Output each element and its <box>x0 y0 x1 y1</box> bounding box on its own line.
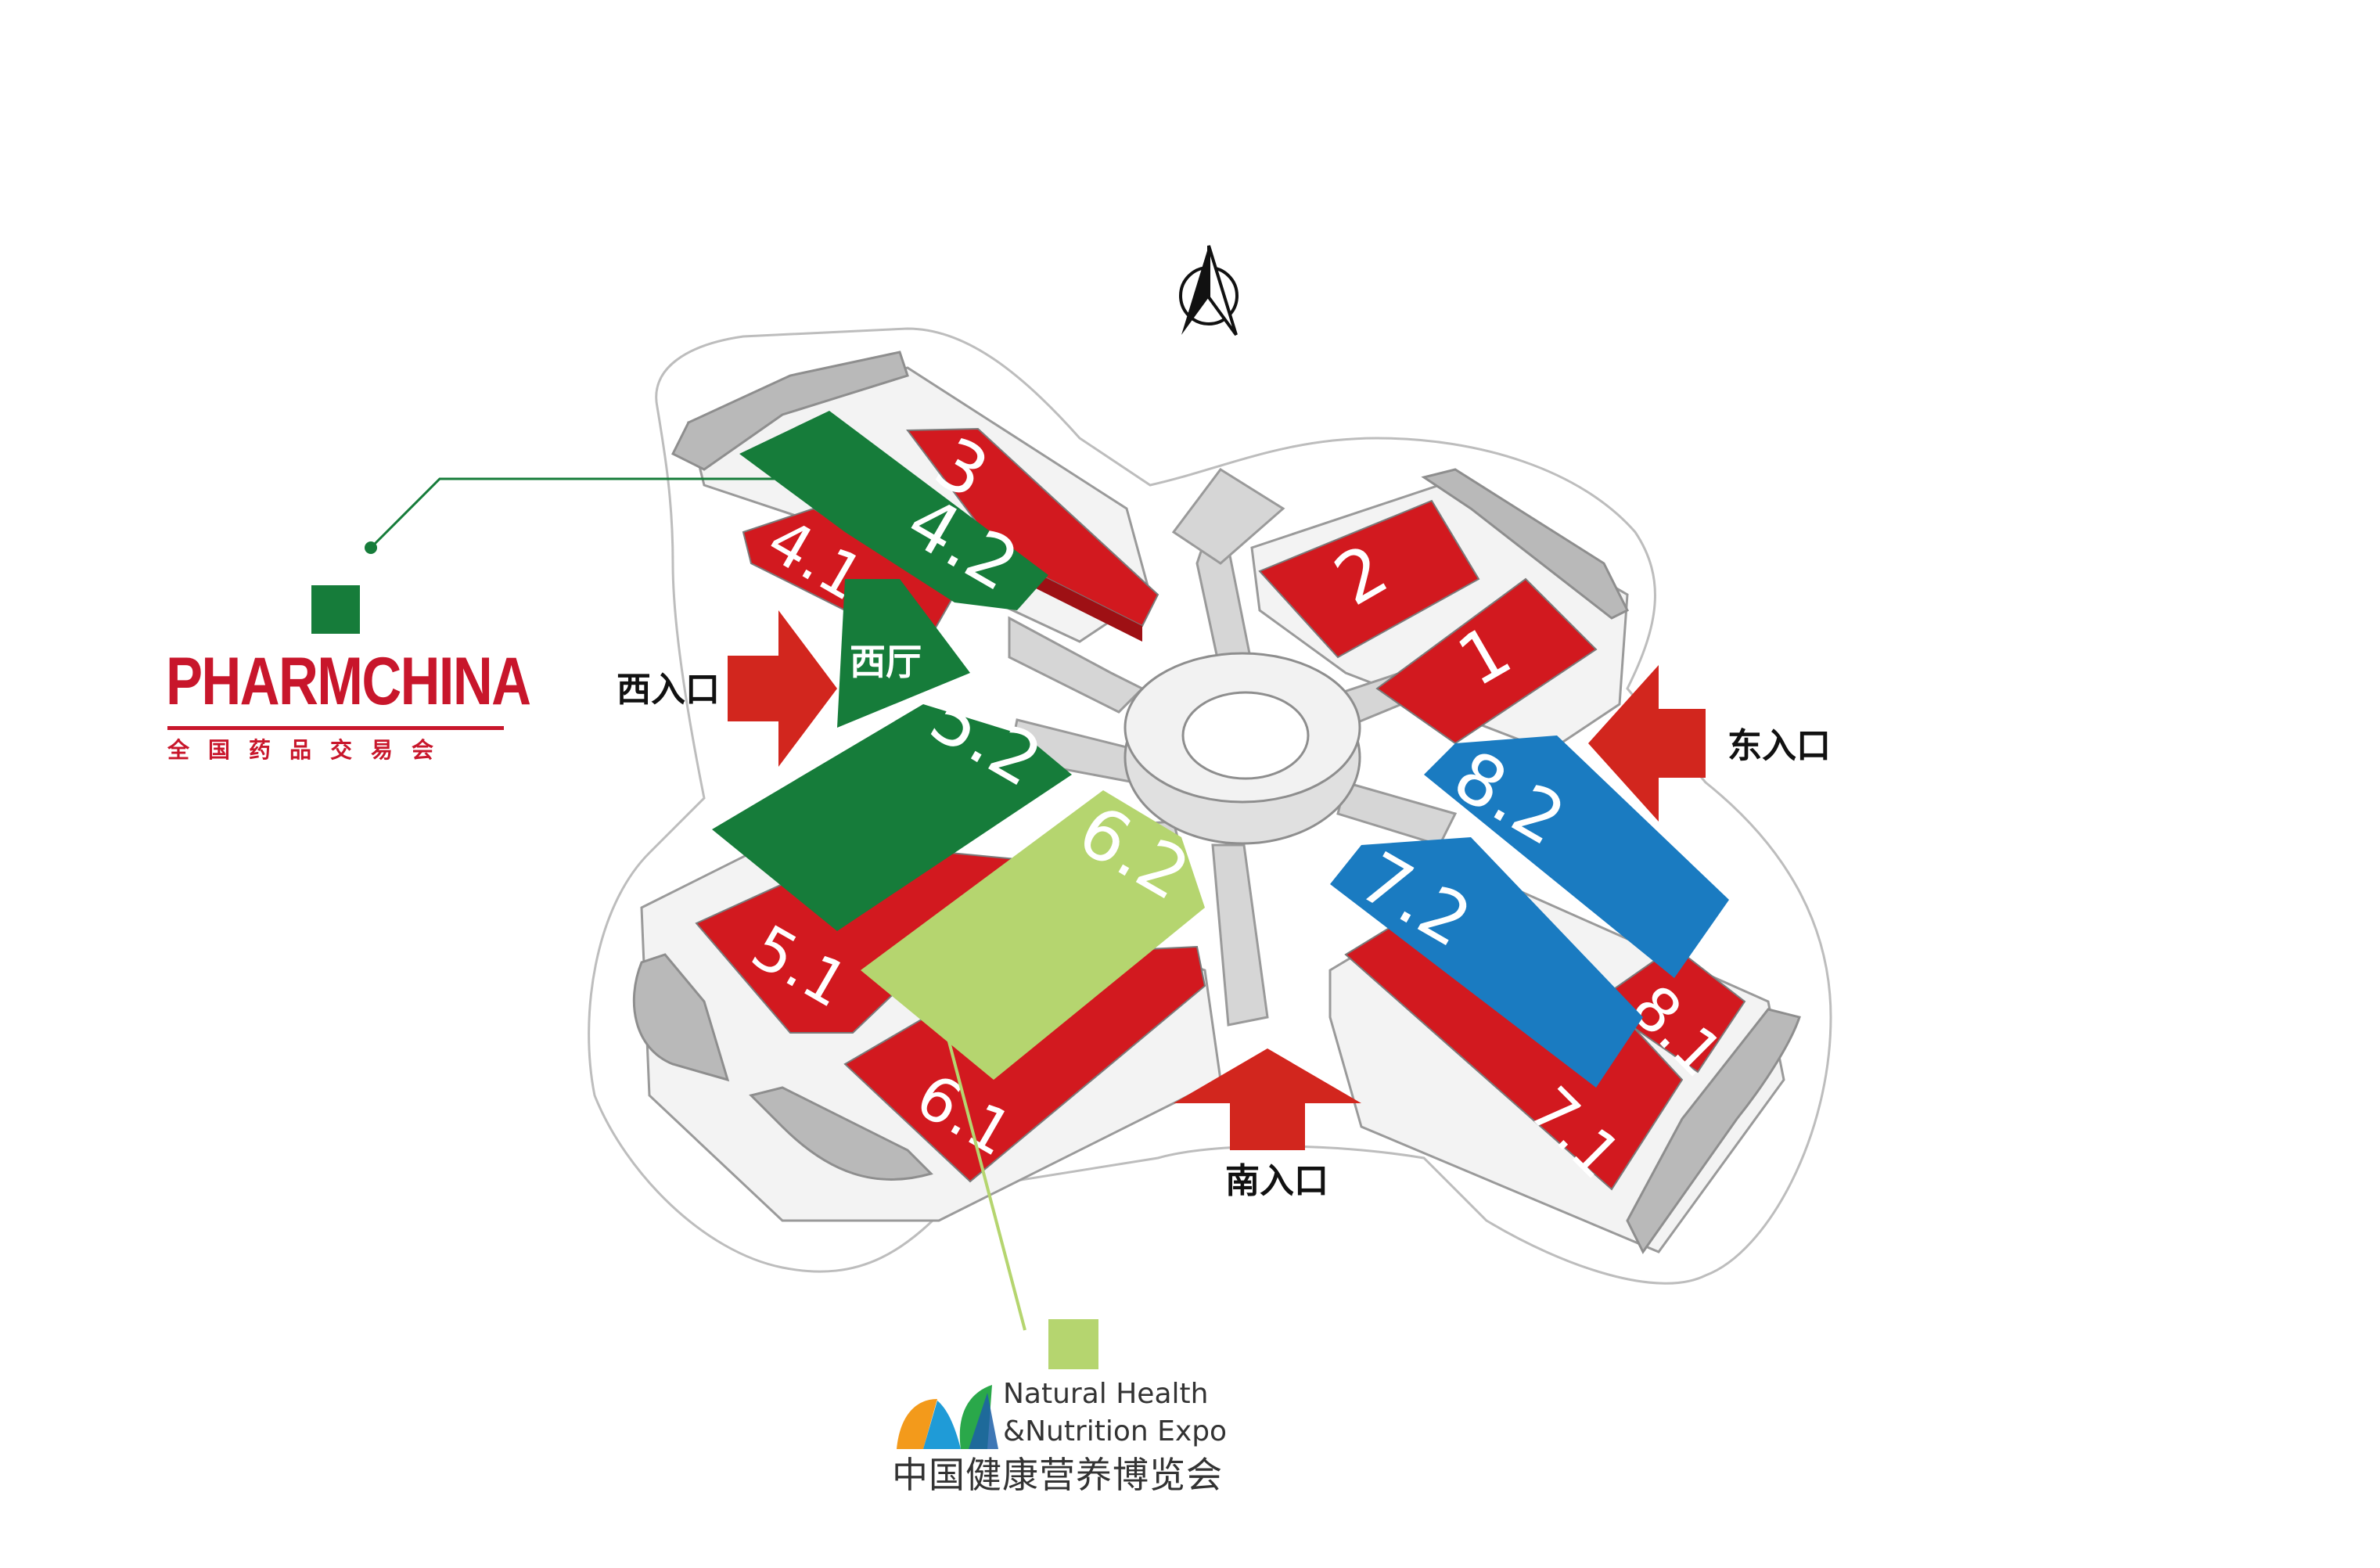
east-entrance-label: 东入口 <box>1727 726 1831 766</box>
central-ring <box>1123 652 1361 845</box>
west-hall-label: 西厅 <box>850 641 922 683</box>
nhne-title-line1: Natural Health <box>1003 1378 1209 1410</box>
nhne-title-line2: &Nutrition Expo <box>1003 1415 1228 1448</box>
west-hall[interactable]: 西厅 <box>837 579 970 728</box>
north-arrow-icon <box>1179 245 1239 336</box>
east-entrance-arrow[interactable] <box>1588 665 1706 822</box>
hall-6-2[interactable]: 6.2 <box>861 789 1205 1080</box>
south-entrance-arrow[interactable] <box>1174 1048 1361 1150</box>
corridors <box>1008 467 1458 1027</box>
pharmchina-swatch <box>311 585 360 634</box>
nhne-chinese-name: 中国健康营养博览会 <box>892 1454 1223 1496</box>
hall-2[interactable]: 2 <box>1258 499 1480 659</box>
pharmchina-subtitle: 全国药品交易会 <box>167 737 453 763</box>
nhne-swatch <box>1048 1319 1098 1369</box>
west-entrance-label: 西入口 <box>617 670 720 710</box>
corner-towers <box>632 351 1801 1254</box>
pharmchina-divider <box>167 726 504 730</box>
pharmchina-title: PHARMCHINA <box>166 644 531 719</box>
pharmchina-leader <box>365 477 782 554</box>
south-entrance-label: 南入口 <box>1225 1161 1328 1201</box>
nhne-logo-icon <box>897 1385 998 1449</box>
hall-1[interactable]: 1 <box>1375 577 1598 745</box>
nhne-leader <box>945 1032 1026 1331</box>
west-entrance-arrow[interactable] <box>728 610 837 767</box>
